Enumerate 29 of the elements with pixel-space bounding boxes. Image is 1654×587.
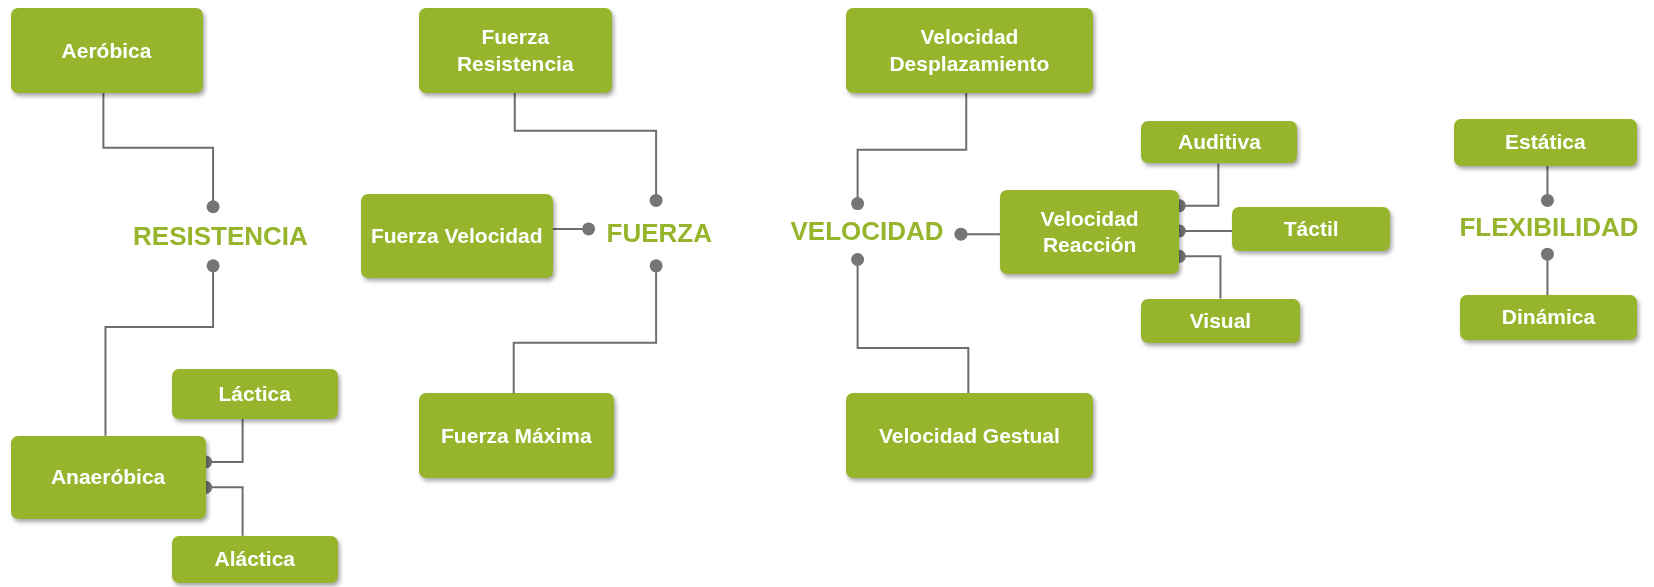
connector-line	[851, 253, 970, 395]
category-label: FLEXIBILIDAD	[1445, 200, 1653, 255]
category-box: Fuerza Máxima	[418, 393, 614, 478]
category-box: Fuerza Resistencia	[418, 8, 612, 93]
connector-line	[851, 91, 968, 211]
category-box: Dinámica	[1459, 295, 1638, 340]
connector-line	[551, 222, 596, 236]
category-box: Táctil	[1232, 206, 1391, 252]
category-box: Velocidad Reacción	[1000, 189, 1180, 275]
category-label: FUERZA	[588, 200, 730, 266]
category-box: Visual	[1141, 298, 1300, 343]
category-box: Aeróbica	[10, 8, 203, 93]
category-label: VELOCIDAD	[773, 203, 961, 260]
category-box: Velocidad Desplazamiento	[846, 8, 1093, 93]
connector-line	[102, 91, 220, 214]
category-box: Láctica	[171, 369, 338, 419]
category-box: Aláctica	[171, 535, 338, 584]
category-box: Fuerza Velocidad	[360, 194, 553, 279]
connector-line	[104, 259, 220, 437]
connector-line	[954, 227, 1001, 241]
category-box: Velocidad Gestual	[846, 393, 1093, 478]
category-box: Estática	[1453, 119, 1638, 166]
connector-line	[513, 91, 663, 207]
category-box: Auditiva	[1141, 121, 1298, 164]
connector-line	[1540, 247, 1554, 297]
category-label: RESISTENCIA	[118, 206, 323, 266]
category-box: Anaeróbica	[10, 435, 206, 519]
connector-line	[1540, 164, 1554, 207]
connector-line	[512, 259, 663, 395]
